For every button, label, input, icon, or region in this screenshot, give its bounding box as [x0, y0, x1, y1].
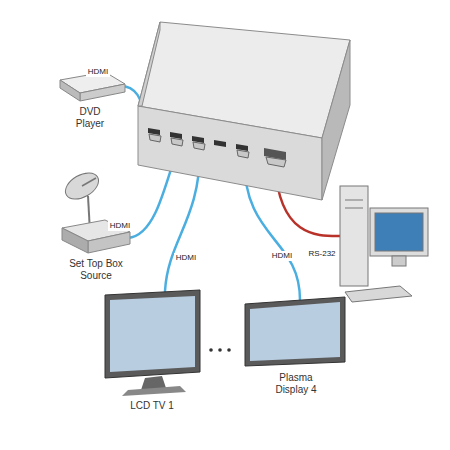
signal-label: HDMI [270, 251, 294, 261]
device-name: Set Top Box Source [61, 258, 131, 282]
signal-label: HDMI [108, 221, 132, 231]
switcher-device [138, 22, 350, 200]
device-name: DVD Player [68, 106, 112, 130]
device-label: Plasma Display 4 [268, 372, 324, 396]
device-label: Set Top Box Source [61, 258, 131, 282]
computer [340, 186, 428, 302]
device-name: LCD TV 1 [112, 400, 192, 412]
plugs [149, 134, 286, 167]
signal-label: HDMI [86, 67, 110, 77]
device-name: Plasma Display 4 [268, 372, 324, 396]
more-dots [209, 348, 231, 352]
lcd-tv [105, 290, 200, 396]
hdmi-ports [148, 128, 286, 160]
plasma-display [245, 297, 345, 366]
device-label: DVD Player [68, 106, 112, 130]
device-label: LCD TV 1 [112, 400, 192, 412]
signal-label: HDMI [174, 253, 198, 263]
port-label: RS-232 [306, 249, 337, 259]
